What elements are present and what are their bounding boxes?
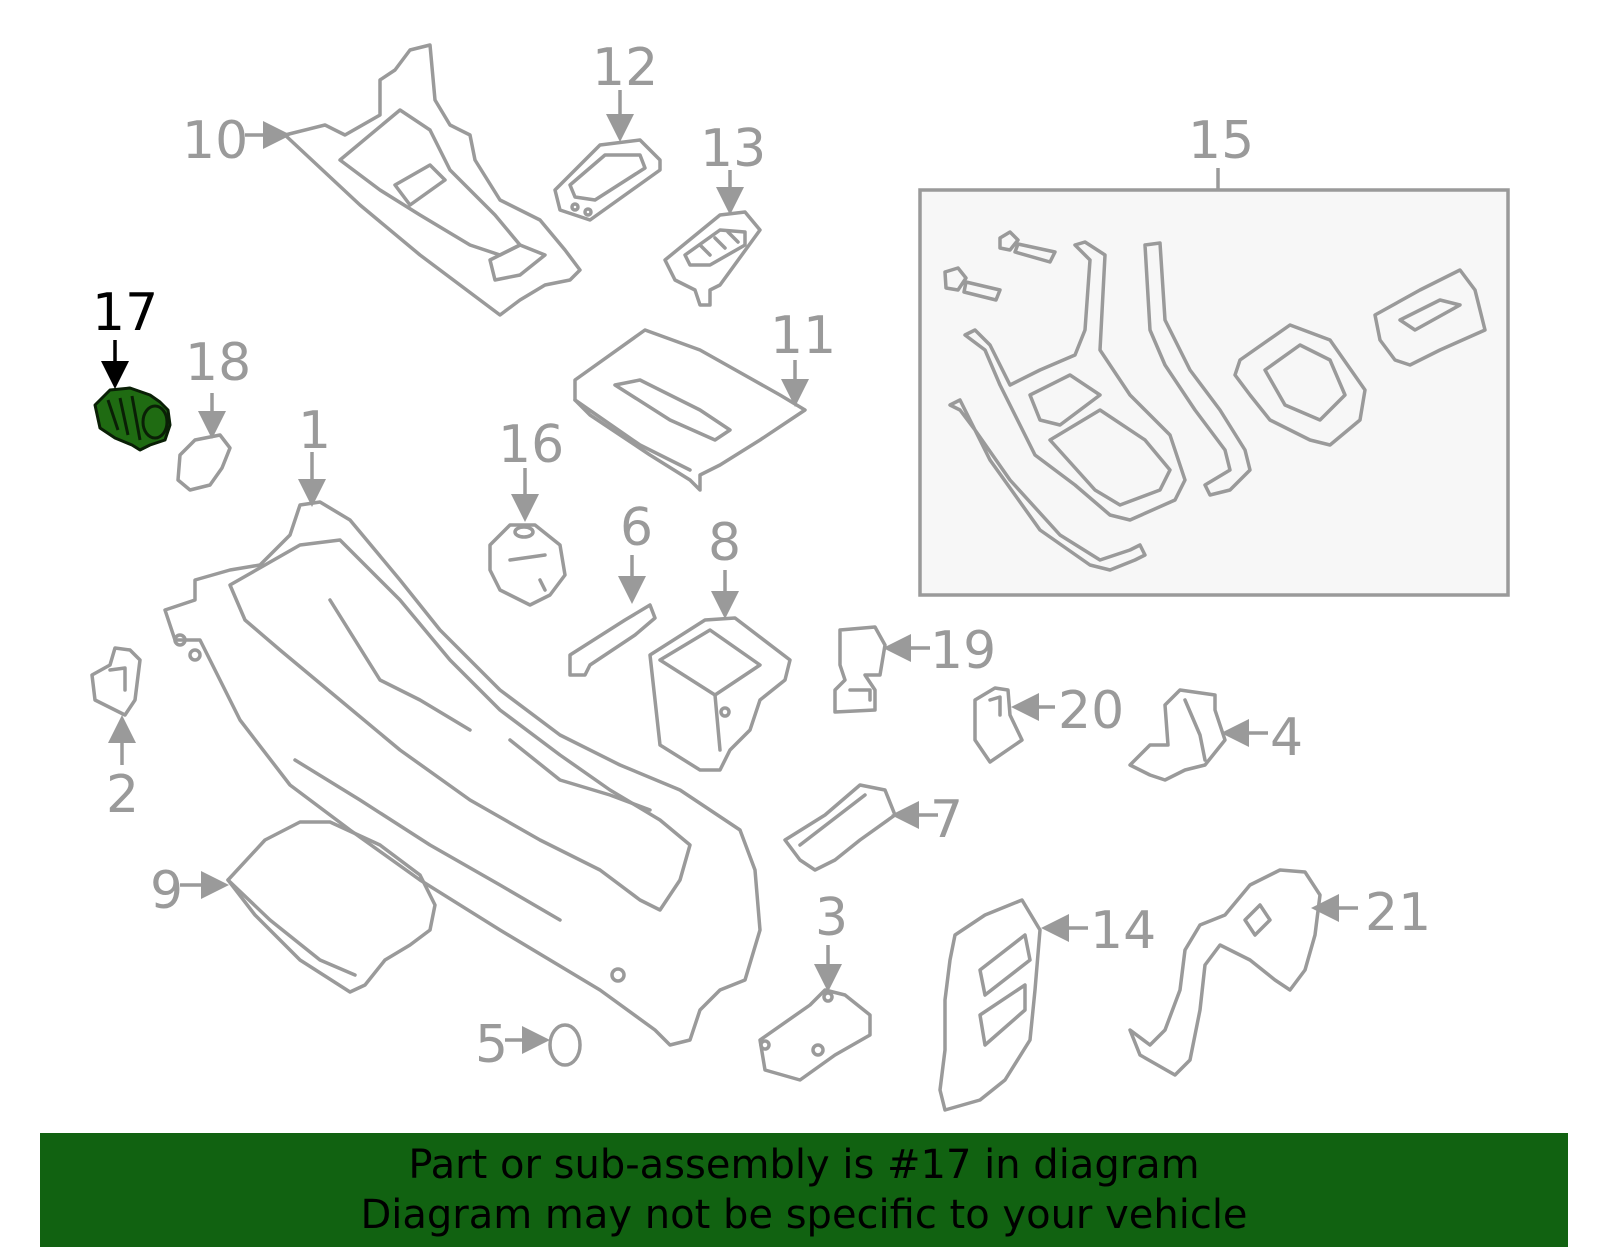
part-17-highlighted	[93, 386, 172, 452]
callout-10: 10	[182, 111, 248, 171]
callout-7: 7	[930, 790, 963, 850]
banner-line-1: Part or sub-assembly is #17 in diagram	[408, 1142, 1200, 1188]
part-14-side-finisher	[938, 898, 1042, 1112]
part-7-duct	[783, 783, 897, 872]
callout-21: 21	[1365, 883, 1431, 943]
callout-14: 14	[1090, 901, 1156, 961]
part-5-grommet	[548, 1023, 582, 1067]
callout-17: 17	[92, 283, 158, 343]
part-16-block	[488, 523, 567, 607]
callout-2: 2	[106, 765, 139, 825]
part-12-panel	[553, 138, 662, 222]
part-1-console-body	[163, 500, 762, 1047]
callout-13: 13	[700, 119, 766, 179]
part-6-strip	[568, 603, 657, 677]
callout-6: 6	[620, 498, 653, 558]
callout-15: 15	[1188, 111, 1254, 171]
callout-4: 4	[1270, 708, 1303, 768]
part-13-switch	[663, 210, 762, 307]
part-21-finisher	[1128, 868, 1322, 1077]
callout-20: 20	[1058, 681, 1124, 741]
part-4-bracket	[1128, 688, 1227, 782]
part-10-console-finisher	[283, 43, 582, 317]
info-banner: Part or sub-assembly is #17 in diagram D…	[40, 1133, 1568, 1247]
callout-1: 1	[298, 401, 331, 461]
part-15-inset-box	[918, 188, 1510, 597]
part-20-clip	[973, 686, 1024, 764]
part-18-plate	[176, 433, 232, 492]
callout-8: 8	[708, 513, 741, 573]
part-2-bracket	[90, 646, 142, 717]
callout-12: 12	[592, 38, 658, 98]
part-11-armrest-lid	[573, 328, 807, 492]
part-3-bracket	[758, 988, 872, 1082]
callout-9: 9	[150, 861, 183, 921]
part-19-bracket	[833, 625, 887, 714]
callout-16: 16	[498, 415, 564, 475]
banner-line-2: Diagram may not be specific to your vehi…	[360, 1192, 1248, 1238]
callout-18: 18	[185, 333, 251, 393]
callout-5: 5	[475, 1015, 508, 1075]
callout-11: 11	[770, 306, 836, 366]
callout-19: 19	[930, 621, 996, 681]
callout-3: 3	[815, 888, 848, 948]
part-8-box	[648, 616, 792, 772]
part-9-armrest-pad	[226, 820, 437, 994]
